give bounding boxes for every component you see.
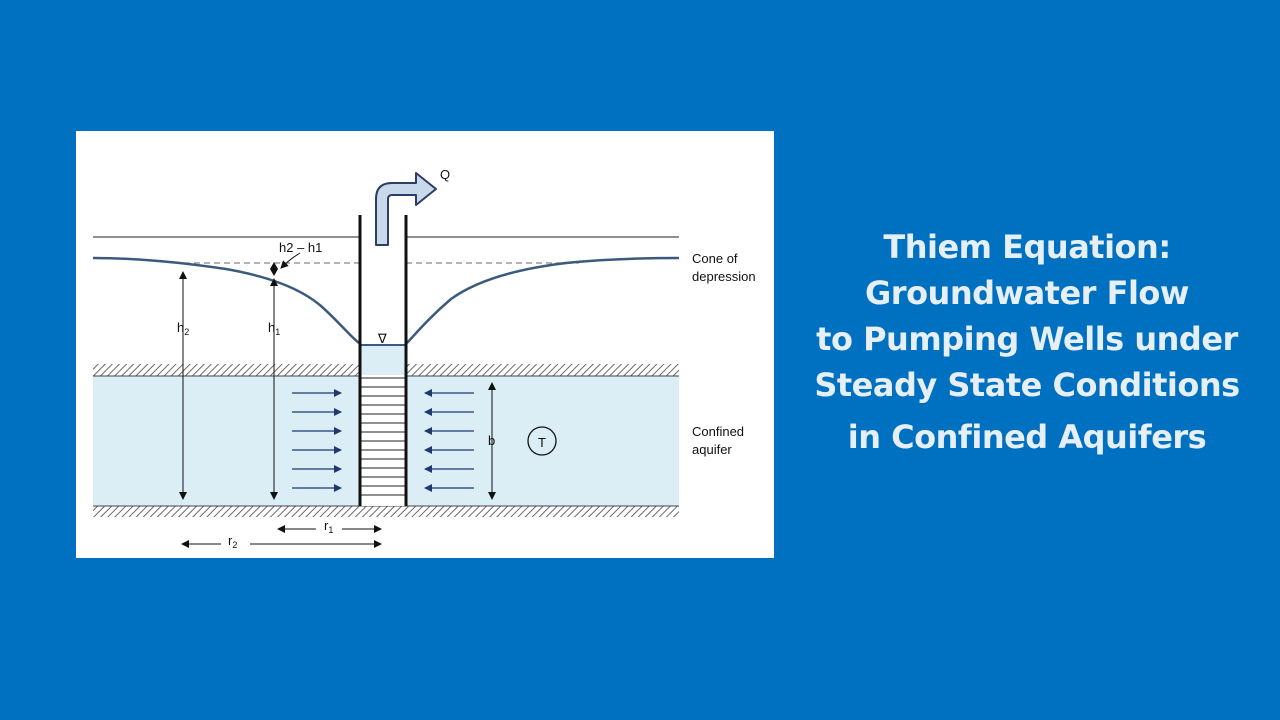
title-line-3: to Pumping Wells under (816, 320, 1238, 358)
r1-label: r1 (324, 518, 333, 535)
thickness-label: b (488, 433, 495, 448)
water-table-symbol: ∇ (377, 331, 387, 346)
cone-label-line2: depression (692, 269, 756, 284)
well-water-column (360, 345, 406, 375)
cone-label-line1: Cone of (692, 251, 738, 266)
thiem-well-diagram: Q ∇ h2 – h1 h2 h1 b T (92, 167, 756, 550)
r2-label: r2 (228, 533, 237, 550)
title-line-5: in Confined Aquifers (847, 418, 1207, 456)
h2-label: h2 (177, 320, 189, 337)
title-line-1: Thiem Equation: (883, 228, 1171, 266)
aquifer-label-line1: Confined (692, 424, 744, 439)
discharge-label: Q (440, 167, 450, 182)
drawdown-marker-icon (270, 262, 278, 276)
transmissivity-label: T (538, 435, 546, 450)
drawdown-label: h2 – h1 (279, 240, 322, 255)
flow-arrows-left (292, 389, 342, 492)
lower-confining-layer (93, 506, 679, 517)
transmissivity-circle-icon (527, 426, 557, 456)
well-screen (360, 377, 406, 496)
aquifer-label-line2: aquifer (692, 442, 732, 457)
cone-of-depression-right (406, 256, 680, 344)
slide-title: Thiem Equation: Groundwater Flow to Pump… (800, 224, 1254, 460)
drawdown-pointer (280, 252, 301, 269)
title-line-4: Steady State Conditions (814, 366, 1240, 404)
h1-label: h1 (268, 320, 280, 337)
discharge-arrow-icon (375, 172, 437, 246)
diagram-panel: Q ∇ h2 – h1 h2 h1 b T (76, 131, 774, 558)
cone-of-depression-left (92, 256, 360, 344)
flow-arrows-right (424, 389, 474, 492)
title-line-2: Groundwater Flow (865, 274, 1189, 312)
